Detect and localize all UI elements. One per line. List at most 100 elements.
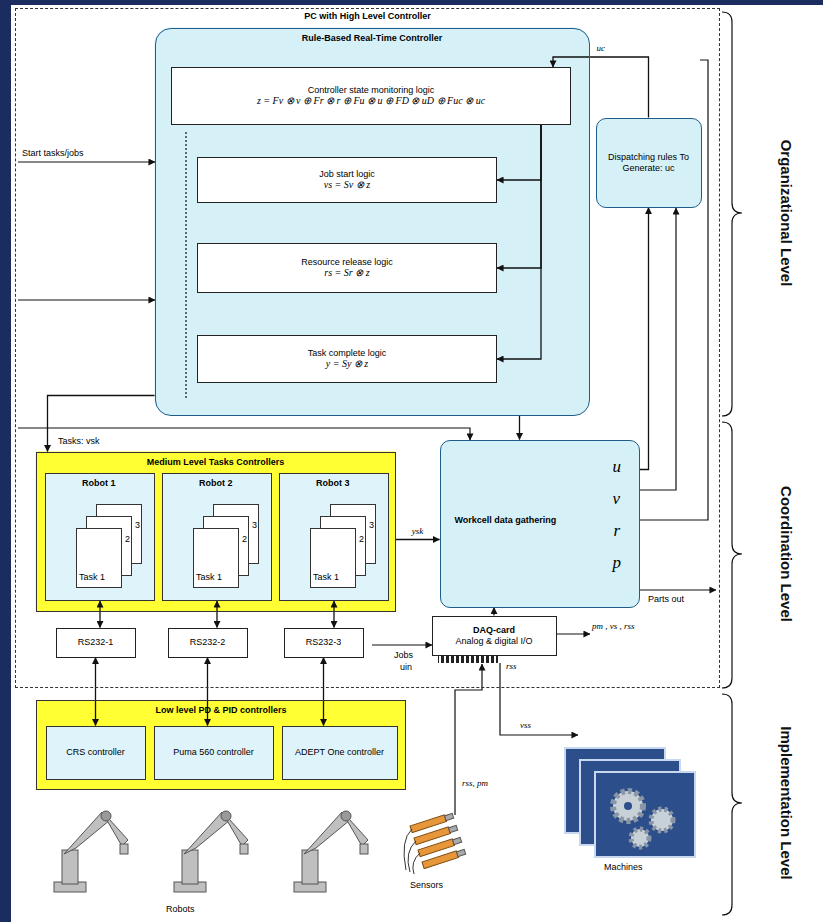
logic-box: Resource release logicrs = Sr ⊗ z (197, 243, 497, 293)
machine-line (500, 663, 578, 735)
node-title: Puma 560 controller (173, 747, 254, 758)
daq-pins (438, 656, 498, 663)
logic-box: Controller state monitoring logicz = Fv … (171, 67, 571, 125)
node-title: DAQ-card (473, 625, 515, 636)
daq-out-line (557, 633, 590, 634)
signal-label: pm , vs , rss (592, 621, 635, 631)
node-text: 3 (252, 520, 257, 531)
connector (95, 658, 96, 726)
connector (48, 396, 155, 452)
signal-label: Tasks: vsk (58, 436, 100, 446)
logic-divider (185, 132, 186, 398)
controller-box: Puma 560 controller (154, 726, 274, 780)
node-title: Resource release logic (301, 257, 393, 268)
node-title: RS232-1 (78, 637, 114, 648)
controller-panel: Rule-Based Real-Time ControllerControlle… (155, 28, 590, 416)
level-label: Implementation Level (777, 726, 794, 879)
node-title: Workcell data gathering (455, 515, 557, 526)
robot-box: Robot 3 32Task 1 (279, 473, 389, 601)
controller-box: CRS controller (46, 726, 146, 780)
connector (497, 125, 541, 268)
container-fill (155, 28, 590, 416)
signal-label: vss (520, 720, 531, 730)
robot-figures (54, 811, 368, 892)
node-title: Dispatching rules To Generate: uc (600, 152, 698, 174)
controller-group: Low level PD & PID controllersCRS contro… (36, 700, 406, 790)
data-box: Workcell data gatheringuvrp (440, 440, 640, 608)
connector (99, 601, 100, 628)
input-line (18, 299, 155, 300)
machine-figures (565, 748, 695, 857)
connector (519, 416, 520, 440)
connector (497, 125, 541, 359)
robot-box: Robot 1 32Task 1 (45, 473, 155, 601)
connector (493, 608, 494, 616)
node-title: Low level PD & PID controllers (155, 705, 286, 716)
node-text: rs = Sr ⊗ z (324, 267, 369, 279)
controller-group: Medium Level Tasks ControllersRobot 132T… (36, 452, 396, 612)
signal-label: rss (506, 661, 517, 671)
node-title: Medium Level Tasks Controllers (147, 457, 284, 468)
port-box: RS232-1 (56, 628, 136, 658)
node-title: Controller state monitoring logic (308, 85, 435, 96)
logic-box: Job start logicvs = Sv ⊗ z (197, 157, 497, 203)
node-text: r (614, 521, 621, 541)
signal-label: Machines (604, 862, 643, 872)
level-brace (722, 422, 742, 688)
daq-box: DAQ-cardAnalog & digital I/O (432, 616, 557, 656)
status-line (640, 208, 676, 490)
connector (323, 658, 324, 726)
container-fill (36, 700, 406, 790)
node-title: Rule-Based Real-Time Controller (302, 33, 442, 44)
sensor-figures (404, 812, 466, 874)
signal-label: uin (400, 662, 412, 672)
port-box: RS232-3 (284, 628, 364, 658)
node-text: Analog & digital I/O (455, 636, 532, 647)
node-text: z = Fv ⊗ v ⊕ Fr ⊗ r ⊕ Fu ⊗ u ⊕ FD ⊗ uD ⊕… (257, 95, 485, 107)
signal-label: Robots (166, 904, 195, 914)
signal-label: Start tasks/jobs (22, 148, 84, 158)
node-title: Robot 1 (82, 478, 116, 489)
logic-box: Task complete logicy = Sy ⊗ z (197, 335, 497, 383)
node-title: RS232-2 (190, 637, 226, 648)
node-text: 3 (369, 520, 374, 531)
level-label: Organizational Level (777, 140, 794, 287)
rules-box: Dispatching rules To Generate: uc (596, 118, 702, 208)
connector (396, 539, 440, 540)
node-text: Task 1 (313, 572, 339, 583)
node-text: y = Sy ⊗ z (326, 358, 369, 370)
node-text: 2 (125, 534, 130, 545)
signal-label: Parts out (648, 594, 684, 604)
top-band (0, 0, 823, 5)
node-title: PC with High Level Controller (304, 11, 431, 22)
node-text: 2 (359, 534, 364, 545)
node-title: CRS controller (66, 747, 125, 758)
signal-label: Sensors (410, 880, 443, 890)
controller-box: ADEPT One controller (282, 726, 398, 780)
signal-label: rss, pm (462, 778, 488, 788)
start-line (18, 161, 155, 162)
robot-box: Robot 2 32Task 1 (162, 473, 272, 601)
node-text: Task 1 (79, 572, 105, 583)
connector (497, 125, 541, 180)
node-title: Robot 2 (199, 478, 233, 489)
level-brace (722, 694, 742, 915)
parts-out-line (640, 589, 716, 590)
node-text: 3 (135, 520, 140, 531)
jobs-line (372, 644, 432, 645)
node-title: Robot 3 (316, 478, 350, 489)
connector (216, 601, 217, 628)
connector (333, 601, 334, 628)
edge-label: ysk (411, 526, 425, 536)
node-title: Job start logic (319, 169, 375, 180)
signal-label: Jobs (394, 650, 413, 660)
node-text: Task 1 (196, 572, 222, 583)
decor-lines (18, 12, 742, 915)
node-title: RS232-3 (306, 637, 342, 648)
node-text: 2 (242, 534, 247, 545)
connector (207, 658, 208, 726)
node-text: vs = Sv ⊗ z (324, 179, 370, 191)
node-title: ADEPT One controller (295, 747, 384, 758)
